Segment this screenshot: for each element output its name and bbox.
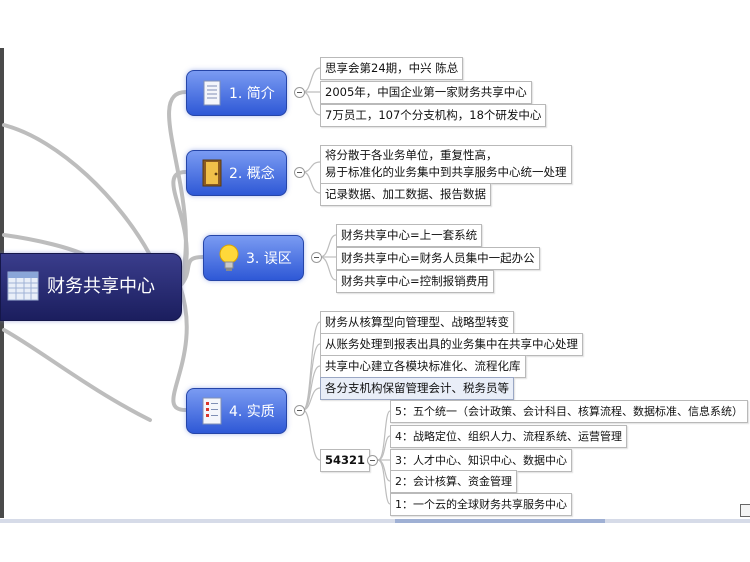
link-offscreen-3: [2, 328, 152, 422]
corner-icon: [740, 504, 750, 517]
collapse-toggle-model[interactable]: [367, 455, 378, 466]
link-offscreen-2: [2, 233, 87, 257]
central-topic[interactable]: 财务共享中心: [0, 253, 182, 321]
document-icon: [203, 80, 221, 106]
top-margin: [0, 0, 750, 48]
spreadsheet-icon: [7, 271, 39, 301]
concept-item-line: 将分散于各业务单位，重复性高，: [325, 148, 498, 162]
essence-item[interactable]: 财务从核算型向管理型、战略型转变: [320, 311, 514, 334]
lightbulb-icon: [219, 244, 239, 271]
intro-item[interactable]: 2005年，中国企业第一家财务共享中心: [320, 81, 532, 104]
concept-item[interactable]: 记录数据、加工数据、报告数据: [320, 183, 491, 206]
myth-item[interactable]: 财务共享中心=控制报销费用: [336, 270, 494, 293]
door-icon: [202, 159, 222, 187]
checklist-icon: [202, 397, 222, 425]
horizontal-scrollbar[interactable]: [0, 519, 750, 523]
myth-item[interactable]: 财务共享中心=财务人员集中一起办公: [336, 247, 540, 270]
collapse-toggle-myth[interactable]: [311, 252, 322, 263]
collapse-toggle-intro[interactable]: [294, 87, 305, 98]
link-topic-2: [171, 170, 189, 288]
link-topic-4: [171, 284, 189, 412]
essence-item[interactable]: 共享中心建立各模块标准化、流程化库: [320, 355, 526, 378]
model-item[interactable]: 2：会计核算、资金管理: [390, 470, 517, 493]
concept-item-line: 易于标准化的业务集中到共享服务中心统一处理: [325, 165, 567, 179]
topic-essence-label: 4. 实质: [229, 404, 275, 420]
essence-item[interactable]: 从账务处理到报表出具的业务集中在共享中心处理: [320, 333, 583, 356]
model-item[interactable]: 5：五个统一（会计政策、会计科目、核算流程、数据标准、信息系统）: [390, 400, 748, 423]
intro-item[interactable]: 思享会第24期，中兴 陈总: [320, 57, 464, 80]
topic-myth[interactable]: 3. 误区: [203, 235, 304, 281]
topic-essence[interactable]: 4. 实质: [186, 388, 287, 434]
intro-item[interactable]: 7万员工，107个分支机构，18个研发中心: [320, 104, 547, 127]
link-offscreen-1: [2, 123, 152, 257]
topic-concept[interactable]: 2. 概念: [186, 150, 287, 196]
model-item[interactable]: 3：人才中心、知识中心、数据中心: [390, 449, 572, 472]
collapse-toggle-concept[interactable]: [294, 167, 305, 178]
model-54321[interactable]: 54321: [320, 449, 371, 472]
essence-item[interactable]: 各分支机构保留管理会计、税务员等: [320, 377, 514, 400]
scrollbar-thumb[interactable]: [395, 519, 605, 523]
topic-concept-label: 2. 概念: [229, 166, 275, 182]
topic-intro-label: 1. 简介: [229, 86, 275, 102]
collapse-toggle-essence[interactable]: [294, 405, 305, 416]
topic-myth-label: 3. 误区: [246, 251, 292, 267]
model-item[interactable]: 1：一个云的全球财务共享服务中心: [390, 493, 572, 516]
link-topic-3: [178, 255, 205, 288]
topic-intro[interactable]: 1. 简介: [186, 70, 287, 116]
myth-item[interactable]: 财务共享中心=上一套系统: [336, 224, 483, 247]
central-topic-label: 财务共享中心: [47, 276, 155, 297]
model-item[interactable]: 4：战略定位、组织人力、流程系统、运营管理: [390, 425, 627, 448]
concept-item[interactable]: 将分散于各业务单位，重复性高， 易于标准化的业务集中到共享服务中心统一处理: [320, 145, 572, 184]
